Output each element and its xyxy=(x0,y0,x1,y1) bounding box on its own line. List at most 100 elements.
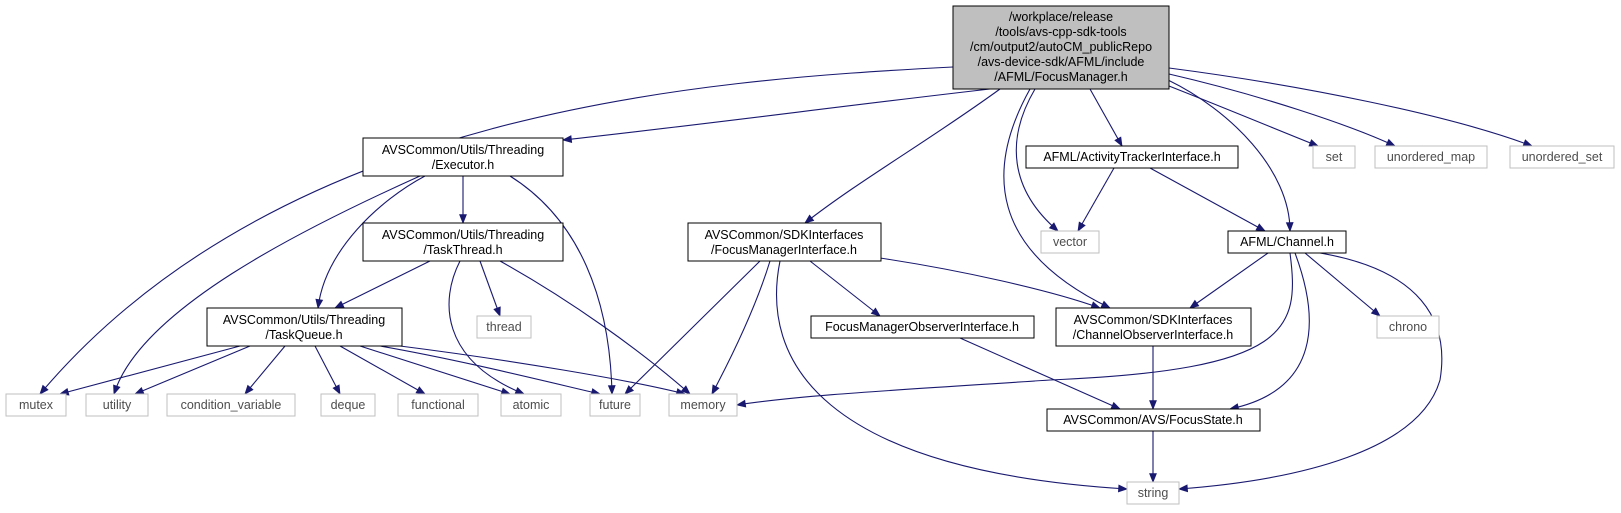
node-task-thread-h[interactable]: AVSCommon/Utils/Threading /TaskThread.h xyxy=(362,222,564,262)
std-set-label: set xyxy=(1326,150,1343,164)
std-thread-label: thread xyxy=(486,320,521,334)
root-label-line-4: /avs-device-sdk/AFML/include xyxy=(978,55,1145,69)
edge-root-channel xyxy=(1167,79,1294,233)
arrowhead-taskthread-memory xyxy=(680,385,691,395)
arrowhead-taskqueue-functional xyxy=(415,386,426,395)
root-node-focus-manager-h[interactable]: /workplace/release /tools/avs-cpp-sdk-to… xyxy=(952,5,1170,90)
arrowhead-focusstate-string xyxy=(1149,473,1157,484)
focus-manager-observer-label: FocusManagerObserverInterface.h xyxy=(825,320,1019,334)
edge-root-channel-observer xyxy=(1003,88,1111,309)
edge-channel-chobserver xyxy=(1189,252,1269,309)
edge-channel-memory xyxy=(735,252,1293,408)
arrowhead-root-channel xyxy=(1285,222,1294,233)
arrowhead-executor-future xyxy=(607,385,616,396)
focus-manager-interface-label-line-1: AVSCommon/SDKInterfaces xyxy=(705,228,864,242)
root-label-line-3: /cm/output2/autoCM_publicRepo xyxy=(970,40,1152,54)
root-label-line-5: /AFML/FocusManager.h xyxy=(994,70,1127,84)
channel-label: AFML/Channel.h xyxy=(1240,235,1334,249)
edge-activity-channel xyxy=(1149,167,1266,232)
std-condition-variable-label: condition_variable xyxy=(181,398,282,412)
edge-root-executor xyxy=(561,88,991,143)
std-deque-label: deque xyxy=(331,398,366,412)
edge-executor-task-thread xyxy=(459,176,467,225)
edge-channel-chrono xyxy=(1304,252,1381,317)
node-std-thread[interactable]: thread xyxy=(476,315,532,339)
channel-observer-label-line-2: /ChannelObserverInterface.h xyxy=(1073,328,1234,342)
arrowhead-channel-string xyxy=(1177,484,1189,493)
arrowhead-activity-channel xyxy=(1255,223,1266,232)
std-string-label: string xyxy=(1138,486,1169,500)
edge-root-unordered-set xyxy=(1168,67,1534,147)
arrowhead-root-activity-tracker xyxy=(1114,136,1123,147)
arrowhead-taskqueue-utility xyxy=(134,387,145,395)
node-std-memory[interactable]: memory xyxy=(668,393,738,417)
task-queue-label-line-1: AVSCommon/Utils/Threading xyxy=(223,313,385,327)
node-focus-manager-observer-interface-h[interactable]: FocusManagerObserverInterface.h xyxy=(810,315,1035,339)
arrowhead-taskthread-atomic xyxy=(514,386,525,395)
arrowhead-channel-chobserver xyxy=(1189,299,1200,309)
arrowhead-root-focus-mgr-if xyxy=(804,214,815,224)
node-channel-observer-interface-h[interactable]: AVSCommon/SDKInterfaces /ChannelObserver… xyxy=(1055,307,1252,347)
std-functional-label: functional xyxy=(411,398,465,412)
edge-executor-future xyxy=(509,175,616,396)
node-focus-state-h[interactable]: AVSCommon/AVS/FocusState.h xyxy=(1046,408,1261,432)
node-std-atomic[interactable]: atomic xyxy=(500,393,562,417)
task-queue-label-line-2: /TaskQueue.h xyxy=(265,328,342,342)
arrowhead-fmobserver-focus-state xyxy=(1110,401,1121,410)
node-std-deque[interactable]: deque xyxy=(320,393,376,417)
node-channel-h[interactable]: AFML/Channel.h xyxy=(1227,230,1347,254)
node-std-condition-variable[interactable]: condition_variable xyxy=(166,393,296,417)
edge-fmi-future xyxy=(624,260,761,395)
node-std-future[interactable]: future xyxy=(589,393,641,417)
std-chrono-label: chrono xyxy=(1389,320,1427,334)
arrowhead-root-unordered-set xyxy=(1522,139,1534,147)
edge-chobserver-focus-state xyxy=(1149,346,1157,411)
arrowhead-activity-vector xyxy=(1077,221,1086,232)
edge-taskthread-memory xyxy=(499,260,691,395)
edge-fmi-fmobserver xyxy=(809,260,881,317)
node-std-chrono[interactable]: chrono xyxy=(1376,315,1440,339)
node-activity-tracker-interface-h[interactable]: AFML/ActivityTrackerInterface.h xyxy=(1025,145,1239,169)
edge-root-focus-mgr-if xyxy=(804,88,1001,224)
root-label-line-2: /tools/avs-cpp-sdk-tools xyxy=(995,25,1126,39)
edge-taskqueue-deque xyxy=(314,345,341,395)
std-unordered-set-label: unordered_set xyxy=(1522,150,1603,164)
edge-taskthread-thread xyxy=(479,260,501,318)
std-vector-label: vector xyxy=(1053,235,1087,249)
node-std-string[interactable]: string xyxy=(1126,481,1180,505)
node-std-unordered-set[interactable]: unordered_set xyxy=(1509,145,1615,169)
std-utility-label: utility xyxy=(103,398,132,412)
node-std-utility[interactable]: utility xyxy=(85,393,149,417)
arrowhead-fmi-memory xyxy=(711,384,720,395)
task-thread-label-line-1: AVSCommon/Utils/Threading xyxy=(382,228,544,242)
edge-taskqueue-memory xyxy=(399,345,687,396)
arrowhead-fmi-fmobserver xyxy=(870,307,881,317)
edge-root-set xyxy=(1168,85,1320,147)
std-mutex-label: mutex xyxy=(19,398,54,412)
focus-manager-interface-label-line-2: /FocusManagerInterface.h xyxy=(711,243,857,257)
edge-fmi-string xyxy=(776,260,1129,493)
graph-nodes: /workplace/release /tools/avs-cpp-sdk-to… xyxy=(5,5,1615,505)
arrowhead-root-set xyxy=(1308,139,1320,147)
edge-executor-task-queue xyxy=(315,175,426,310)
node-task-queue-h[interactable]: AVSCommon/Utils/Threading /TaskQueue.h xyxy=(206,307,403,347)
node-std-functional[interactable]: functional xyxy=(397,393,479,417)
arrowhead-root-channel-observer xyxy=(1100,300,1111,309)
arrowhead-fmi-future xyxy=(624,385,635,395)
arrowhead-fmi-channel-observer xyxy=(1090,301,1102,309)
node-std-mutex[interactable]: mutex xyxy=(5,393,67,417)
node-std-unordered-map[interactable]: unordered_map xyxy=(1374,145,1488,169)
root-label-line-1: /workplace/release xyxy=(1009,10,1113,24)
arrowhead-chobserver-focus-state xyxy=(1149,400,1157,411)
arrowhead-taskqueue-deque xyxy=(332,384,341,395)
node-std-set[interactable]: set xyxy=(1312,145,1356,169)
arrowhead-taskqueue-condvar xyxy=(244,384,254,395)
node-std-vector[interactable]: vector xyxy=(1040,230,1100,254)
node-focus-manager-interface-h[interactable]: AVSCommon/SDKInterfaces /FocusManagerInt… xyxy=(687,222,882,262)
arrowhead-executor-task-queue xyxy=(315,298,324,310)
arrowhead-executor-task-thread xyxy=(459,214,467,225)
edge-root-mutex xyxy=(39,66,954,395)
arrowhead-root-vector xyxy=(1048,222,1059,232)
node-executor-h[interactable]: AVSCommon/Utils/Threading /Executor.h xyxy=(362,137,564,177)
